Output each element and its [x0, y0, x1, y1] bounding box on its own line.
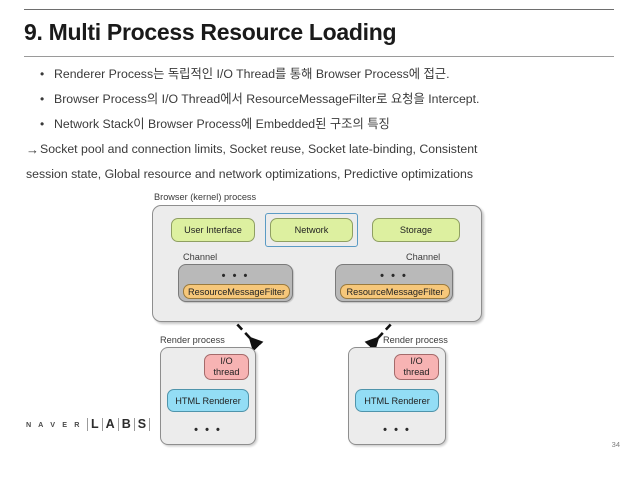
- io-thread-right: I/O thread: [394, 354, 439, 380]
- bullet-list: • Renderer Process는 독립적인 I/O Thread를 통해 …: [26, 62, 620, 187]
- logo-letter-l: L: [91, 416, 99, 431]
- html-renderer-left: HTML Renderer: [167, 389, 249, 412]
- render-dots-left: • • •: [194, 424, 222, 436]
- html-renderer-right: HTML Renderer: [355, 389, 439, 412]
- list-item-arrow: → Socket pool and connection limits, Soc…: [26, 137, 620, 162]
- naver-labs-logo: N A V E R L A B S: [26, 417, 153, 431]
- network-highlight-outline: [265, 213, 358, 247]
- service-network: Network: [270, 218, 353, 242]
- logo-naver-text: N A V E R: [26, 419, 83, 429]
- logo-divider: [101, 417, 103, 431]
- list-item: • Network Stack이 Browser Process에 Embedd…: [40, 112, 620, 137]
- browser-process-label: Browser (kernel) process: [154, 192, 257, 202]
- channel-dots-right: • • •: [380, 270, 408, 282]
- architecture-diagram: Browser (kernel) process User Interface …: [150, 192, 496, 454]
- io-thread-line1: I/O: [410, 356, 423, 366]
- title-divider: [24, 56, 614, 57]
- logo-divider: [133, 417, 135, 431]
- io-thread-line2: thread: [403, 367, 430, 377]
- logo-letter-a: A: [105, 416, 115, 431]
- channel-box-left: • • • ResourceMessageFilter: [178, 264, 293, 302]
- resource-message-filter-right: ResourceMessageFilter: [340, 284, 450, 299]
- page-title: 9. Multi Process Resource Loading: [24, 19, 397, 45]
- bullet-text: Socket pool and connection limits, Socke…: [40, 142, 478, 156]
- logo-divider: [117, 417, 119, 431]
- render-process-label-left: Render process: [160, 335, 225, 345]
- list-item: • Browser Process의 I/O Thread에서 Resource…: [40, 87, 620, 112]
- continuation-text: session state, Global resource and netwo…: [26, 167, 473, 181]
- render-process-label-right: Render process: [383, 335, 448, 345]
- io-thread-line1: I/O: [220, 356, 233, 366]
- logo-divider: [149, 417, 151, 431]
- io-thread-left: I/O thread: [204, 354, 249, 380]
- top-divider: [24, 9, 614, 10]
- page-number: 34: [611, 440, 620, 449]
- list-item: • Renderer Process는 독립적인 I/O Thread를 통해 …: [40, 62, 620, 87]
- channel-label-right: Channel: [406, 252, 441, 262]
- render-process-box-right: I/O thread HTML Renderer • • •: [348, 347, 446, 445]
- io-thread-line2: thread: [213, 367, 240, 377]
- service-storage: Storage: [372, 218, 460, 242]
- bullet-marker: •: [40, 67, 45, 81]
- bullet-text: Browser Process의 I/O Thread에서 ResourceMe…: [54, 92, 480, 106]
- logo-labs-text: L A B S: [84, 416, 153, 431]
- channel-box-right: • • • ResourceMessageFilter: [335, 264, 453, 302]
- arrow-marker: →: [26, 142, 39, 157]
- bullet-marker: •: [40, 92, 45, 106]
- bullet-marker: •: [40, 117, 45, 131]
- bullet-text: Renderer Process는 독립적인 I/O Thread를 통해 Br…: [54, 67, 450, 81]
- logo-letter-b: B: [121, 416, 131, 431]
- logo-letter-s: S: [137, 416, 147, 431]
- logo-divider: [87, 417, 89, 431]
- channel-label-left: Channel: [183, 252, 218, 262]
- resource-message-filter-left: ResourceMessageFilter: [183, 284, 290, 299]
- render-process-box-left: I/O thread HTML Renderer • • •: [160, 347, 256, 445]
- service-user-interface: User Interface: [171, 218, 255, 242]
- render-dots-right: • • •: [383, 424, 411, 436]
- channel-dots-left: • • •: [221, 270, 250, 282]
- bullet-text: Network Stack이 Browser Process에 Embedded…: [54, 117, 390, 131]
